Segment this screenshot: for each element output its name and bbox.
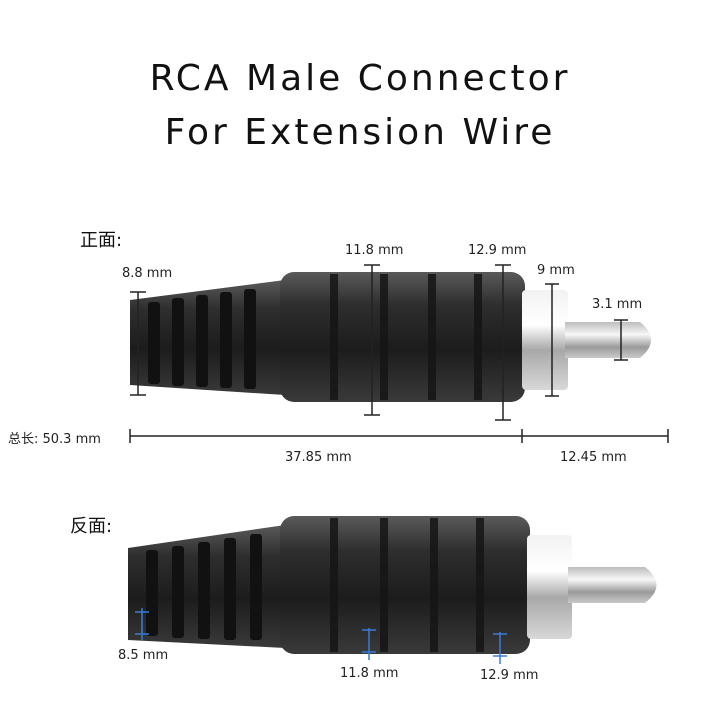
front-dimension-lines — [130, 264, 628, 421]
back-heading: 反面: — [70, 516, 113, 537]
front-heading: 正面: — [80, 230, 123, 251]
front-front-diameter-label: 12.9 mm — [468, 243, 527, 258]
back-front-label: 12.9 mm — [480, 668, 539, 683]
back-tail-label: 8.5 mm — [118, 648, 169, 663]
back-body-label: 11.8 mm — [340, 666, 399, 681]
title-line-1: RCA Male Connector — [149, 58, 571, 99]
front-body-diameter-label: 11.8 mm — [345, 243, 404, 258]
body-length-label: 37.85 mm — [285, 450, 352, 465]
total-length-label: 总长: 50.3 mm — [8, 432, 101, 447]
front-tail-diameter-label: 8.8 mm — [122, 266, 173, 281]
front-ring-diameter-label: 9 mm — [537, 263, 575, 278]
plug-length-label: 12.45 mm — [560, 450, 627, 465]
front-connector — [130, 272, 651, 402]
back-connector — [128, 516, 657, 654]
length-dimension-line — [129, 429, 669, 443]
back-dimension-markers — [135, 608, 507, 664]
title-line-2: For Extension Wire — [164, 112, 556, 153]
front-pin-diameter-label: 3.1 mm — [592, 297, 643, 312]
